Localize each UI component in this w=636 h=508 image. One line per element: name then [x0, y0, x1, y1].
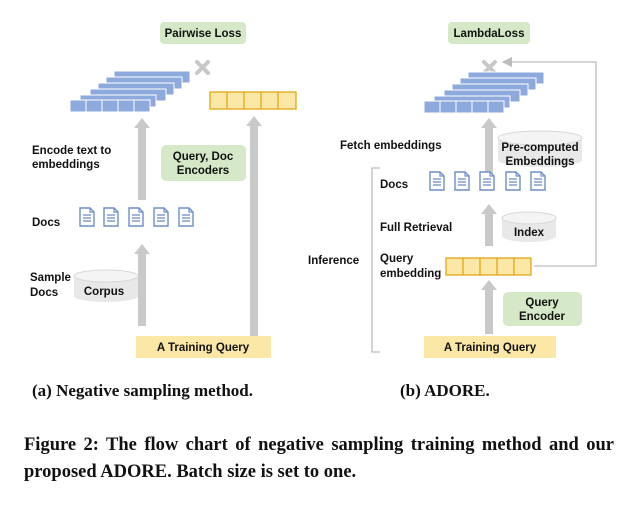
query-embedding-label-1: Query: [380, 253, 414, 265]
left-arrow-corpus-to-docs: [134, 244, 150, 326]
right-docs-label: Docs: [380, 179, 408, 191]
left-arrow-docs-to-embed: [134, 118, 150, 200]
right-training-query-box: [424, 336, 556, 358]
inference-bracket: [371, 167, 380, 353]
sample-docs-label-2: Docs: [30, 287, 58, 299]
left-training-query-label: A Training Query: [157, 342, 250, 354]
sample-docs-label-1: Sample: [30, 272, 71, 284]
query-embedding-feedback-line: [501, 56, 597, 267]
right-training-query-label: A Training Query: [444, 342, 537, 354]
lambdaloss-box: [448, 22, 530, 44]
query-doc-encoders-box: [161, 145, 246, 181]
precomputed-label-2: Embeddings: [505, 156, 574, 168]
left-doc-icons: [79, 207, 194, 227]
figure-caption: Figure 2: The flow chart of negative sam…: [24, 435, 614, 482]
full-retrieval-label: Full Retrieval: [380, 222, 452, 234]
left-doc-embeddings-stack: [69, 70, 191, 113]
query-doc-encoders-label-1: Query, Doc: [173, 151, 234, 163]
lambdaloss-label: LambdaLoss: [454, 28, 525, 40]
query-encoder-label-2: Encoder: [519, 311, 566, 323]
left-arrow-query-to-embed: [246, 116, 262, 336]
encode-text-label-2: embeddings: [32, 159, 100, 171]
left-x-mark: [195, 60, 210, 75]
right-subcaption: (b) ADORE.: [400, 381, 490, 400]
encode-text-label-1: Encode text to: [32, 145, 111, 157]
query-doc-encoders-label-2: Encoders: [177, 165, 229, 177]
corpus-label: Corpus: [84, 286, 124, 298]
left-training-query-box: [136, 336, 271, 358]
query-encoder-box: [503, 292, 582, 326]
index-cylinder: [501, 211, 557, 242]
left-docs-label: Docs: [32, 217, 60, 229]
right-x-mark: [482, 60, 497, 75]
right-query-embedding: [445, 257, 532, 276]
right-doc-icons: [429, 171, 546, 191]
pairwise-loss-box: [160, 22, 246, 44]
diagram-canvas: Pairwise Loss Encode text to embeddings …: [30, 22, 597, 358]
pairwise-loss-label: Pairwise Loss: [165, 28, 242, 40]
right-arrow-encoder: [481, 280, 497, 334]
query-embedding-label-2: embedding: [380, 268, 441, 280]
corpus-cylinder: [73, 269, 139, 302]
precomputed-embeddings-cylinder: [497, 130, 583, 167]
left-subcaption: (a) Negative sampling method.: [32, 381, 253, 400]
right-arrow-docs-to-embed: [481, 118, 497, 178]
inference-label: Inference: [308, 255, 359, 267]
right-arrow-retrieval: [481, 204, 497, 246]
precomputed-label-1: Pre-computed: [501, 142, 578, 154]
right-doc-embeddings-stack: [423, 71, 545, 114]
index-label: Index: [514, 227, 545, 239]
query-encoder-label-1: Query: [525, 297, 559, 309]
left-query-embedding: [209, 91, 297, 110]
fetch-embeddings-label: Fetch embeddings: [340, 140, 442, 152]
